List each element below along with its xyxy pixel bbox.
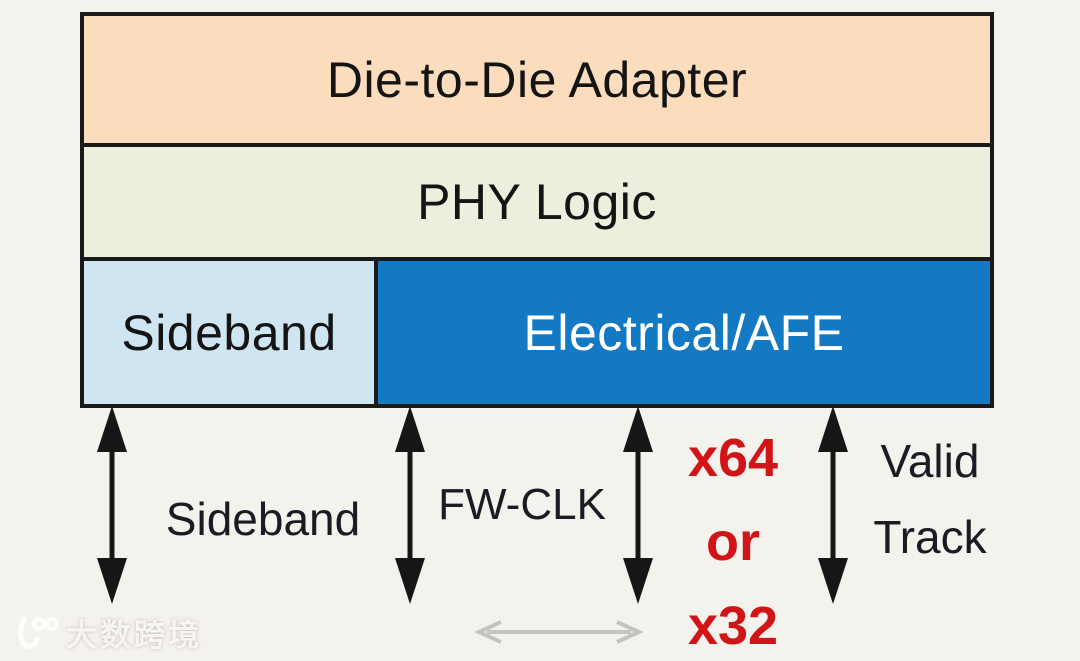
mainband-width-line3: x32: [687, 596, 779, 656]
phy-logic-label: PHY Logic: [417, 174, 657, 230]
horizontal-double-arrow-icon: [475, 620, 643, 644]
valid-track-line1: Valid: [880, 435, 980, 487]
vertical-double-arrow-icon: [818, 406, 848, 604]
watermark: 大数跨境: [12, 610, 202, 655]
brand-logo-icon: [18, 616, 58, 649]
die-to-die-adapter-box: Die-to-Die Adapter: [80, 12, 994, 147]
phy-logic-box: PHY Logic: [80, 143, 994, 261]
fw-clk-label: FW-CLK: [438, 480, 606, 529]
mainband-width-label: x64 or x32: [688, 416, 778, 661]
vertical-double-arrow-icon: [395, 406, 425, 604]
valid-track-label: Valid Track: [873, 423, 986, 575]
phy-bottom-row: Sideband Electrical/AFE: [80, 257, 994, 408]
valid-track-line2: Track: [873, 511, 987, 563]
mainband-width-line2: or: [705, 512, 760, 572]
electrical-afe-box: Electrical/AFE: [374, 257, 994, 408]
mainband-width-line1: x64: [687, 428, 779, 488]
electrical-afe-label: Electrical/AFE: [523, 304, 845, 361]
vertical-double-arrow-icon: [97, 406, 127, 604]
die-to-die-adapter-label: Die-to-Die Adapter: [326, 51, 748, 108]
vertical-double-arrow-icon: [623, 406, 653, 604]
sideband-channel-label: Sideband: [165, 493, 361, 545]
protocol-stack: Die-to-Die Adapter PHY Logic Sideband El…: [80, 12, 994, 408]
sideband-box-label: Sideband: [121, 304, 337, 361]
sideband-box: Sideband: [80, 257, 378, 408]
watermark-text: 大数跨境: [66, 618, 202, 653]
